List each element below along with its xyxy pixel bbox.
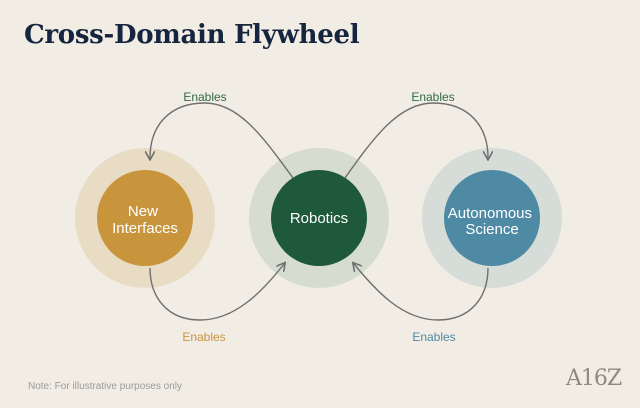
edge-label-robotics-to-autonomous-science: Enables bbox=[411, 90, 454, 104]
autonomous-science-label: Autonomous Science bbox=[448, 205, 536, 238]
arrow-autonomous-science-to-robotics bbox=[354, 264, 489, 321]
autonomous-science-label-line-2: Science bbox=[465, 221, 518, 238]
edge-label-robotics-to-new-interfaces: Enables bbox=[183, 90, 226, 104]
a16z-logo: A16Z bbox=[566, 366, 622, 391]
edge-label-autonomous-science-to-robotics: Enables bbox=[412, 330, 455, 344]
arrow-new-interfaces-to-robotics bbox=[149, 264, 284, 321]
robotics-node bbox=[271, 170, 367, 266]
new-interfaces-label-line-1: New bbox=[128, 203, 158, 220]
page-title: Cross-Domain Flywheel bbox=[24, 20, 360, 50]
new-interfaces-label-line-2: Interfaces bbox=[112, 220, 178, 237]
arrow-robotics-to-new-interfaces bbox=[150, 102, 294, 179]
arrow-robotics-to-autonomous-science bbox=[344, 102, 488, 179]
new-interfaces-node bbox=[97, 170, 193, 266]
disclaimer-note: Note: For illustrative purposes only bbox=[28, 381, 182, 392]
new-interfaces-label: New Interfaces bbox=[112, 203, 178, 237]
autonomous-science-label-line-1: Autonomous bbox=[448, 205, 532, 222]
robotics-label: Robotics bbox=[290, 210, 348, 227]
edge-label-new-interfaces-to-robotics: Enables bbox=[182, 330, 225, 344]
autonomous-science-node bbox=[444, 170, 540, 266]
